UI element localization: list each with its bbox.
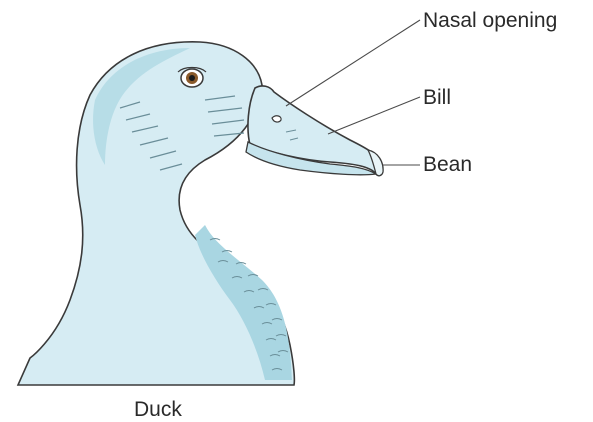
label-bill: Bill: [423, 87, 451, 108]
figure-caption: Duck: [134, 399, 182, 420]
leader-nasal-opening: [286, 20, 420, 106]
leader-bill: [328, 97, 420, 134]
nasal-opening: [272, 116, 281, 122]
label-bean: Bean: [423, 154, 472, 175]
label-nasal-opening: Nasal opening: [423, 10, 557, 31]
